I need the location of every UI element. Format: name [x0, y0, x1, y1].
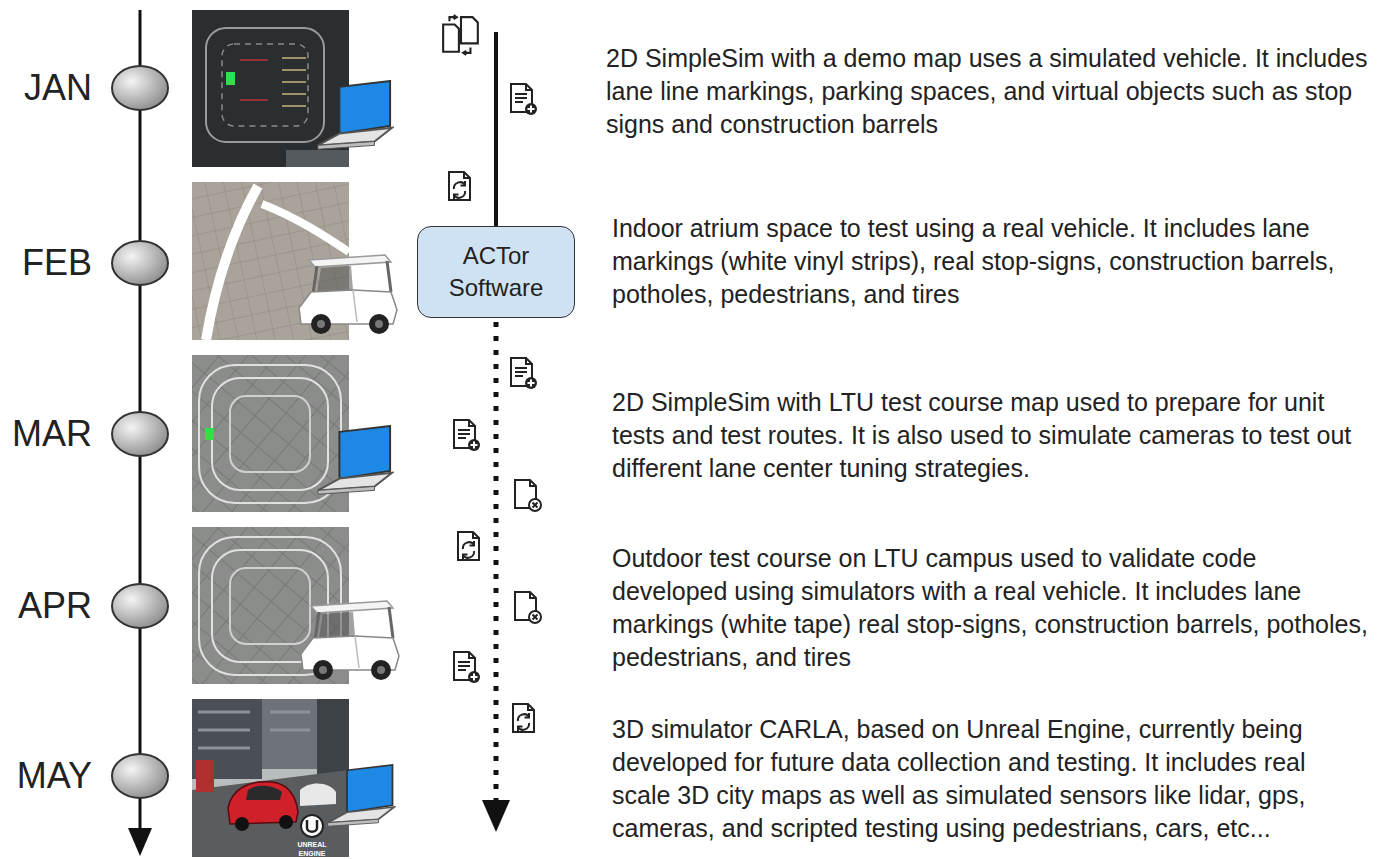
- month-label: FEB: [2, 242, 92, 284]
- month-label: MAR: [2, 413, 92, 455]
- process-box: ACTor Software: [417, 226, 575, 318]
- month-label: APR: [2, 585, 92, 627]
- month-label: MAY: [2, 755, 92, 797]
- description-text: Outdoor test course on LTU campus used t…: [612, 542, 1368, 674]
- document-icons: [443, 15, 541, 732]
- software-line: [482, 32, 510, 832]
- description-text: 2D SimpleSim with LTU test course map us…: [612, 386, 1368, 485]
- month-label: JAN: [2, 67, 92, 109]
- sim-ltu-map: [192, 355, 392, 512]
- logo-text: UNREAL ENGINE: [284, 840, 340, 858]
- indoor-atrium-photo: [192, 182, 397, 340]
- description-text: 3D simulator CARLA, based on Unreal Engi…: [612, 713, 1368, 845]
- timeline: [112, 10, 168, 856]
- sim-demo-map: [192, 10, 392, 167]
- description-text: Indoor atrium space to test using a real…: [612, 212, 1368, 311]
- description-text: 2D SimpleSim with a demo map uses a simu…: [606, 42, 1368, 141]
- outdoor-course-photo: [192, 527, 399, 684]
- carla-scene: [192, 699, 394, 857]
- box-label: ACTor Software: [430, 240, 562, 304]
